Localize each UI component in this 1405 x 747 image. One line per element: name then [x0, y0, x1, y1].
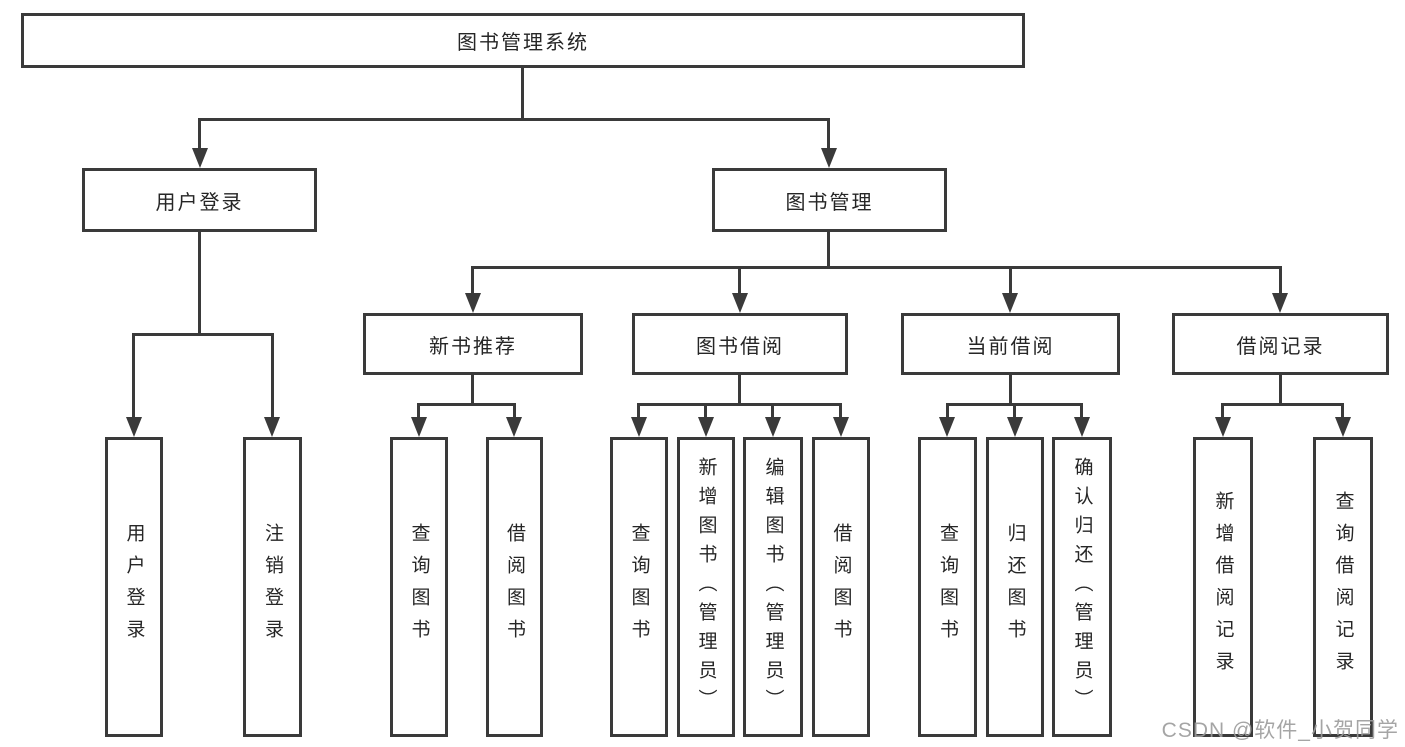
connector-line [471, 266, 474, 296]
connector-line [417, 403, 420, 420]
connector-arrow [192, 148, 208, 168]
csdn-watermark: CSDN @软件_小贺同学 [1161, 719, 1399, 742]
connector-line [521, 68, 524, 120]
leaf-query-books-recommend: 查询图书 [390, 437, 448, 737]
connector-arrow [631, 417, 647, 437]
node-label: 查询借阅记录 [1332, 491, 1354, 683]
connector-line [198, 118, 201, 152]
leaf-query-books-borrow: 查询图书 [610, 437, 668, 737]
connector-arrow [1215, 417, 1231, 437]
connector-arrow [1074, 417, 1090, 437]
connector-arrow [939, 417, 955, 437]
connector-arrow [1002, 293, 1018, 313]
node-book-borrow: 图书借阅 [632, 313, 848, 375]
connector-arrow [126, 417, 142, 437]
leaf-logout: 注销登录 [243, 437, 302, 737]
node-label: 查询图书 [408, 523, 430, 651]
connector-line [417, 403, 516, 406]
connector-arrow [821, 148, 837, 168]
connector-line [513, 403, 516, 420]
node-user-login: 用户登录 [82, 168, 317, 232]
connector-line [1341, 403, 1344, 420]
node-label: 用户登录 [123, 523, 145, 651]
connector-line [1009, 266, 1012, 296]
connector-arrow [506, 417, 522, 437]
node-label: 查询图书 [628, 523, 650, 651]
connector-line [1279, 375, 1282, 405]
node-label: 用户登录 [155, 191, 244, 214]
connector-arrow [1335, 417, 1351, 437]
node-label: 图书借阅 [696, 335, 784, 358]
connector-arrow [411, 417, 427, 437]
connector-arrow [264, 417, 280, 437]
node-label: 当前借阅 [966, 335, 1055, 358]
connector-line [738, 266, 741, 296]
node-label: 新书推荐 [429, 335, 517, 358]
leaf-edit-book-admin: 编辑图书（管理员） [743, 437, 803, 737]
leaf-add-borrow-record: 新增借阅记录 [1193, 437, 1253, 737]
connector-line [471, 266, 1282, 269]
node-label: 借阅记录 [1236, 335, 1325, 358]
connector-line [471, 375, 474, 405]
node-label: 图书管理系统 [457, 32, 589, 54]
node-label: 新增借阅记录 [1212, 491, 1234, 683]
node-label: 确认归还（管理员） [1071, 456, 1093, 718]
connector-arrow [1007, 417, 1023, 437]
node-new-book-recommend: 新书推荐 [363, 313, 583, 375]
node-label: 图书管理 [785, 191, 874, 214]
connector-line [839, 403, 842, 420]
leaf-borrow-books: 借阅图书 [812, 437, 870, 737]
connector-line [827, 118, 830, 152]
connector-arrow [765, 417, 781, 437]
leaf-query-books-current: 查询图书 [918, 437, 977, 737]
node-current-borrow: 当前借阅 [901, 313, 1120, 375]
connector-line [946, 403, 949, 420]
node-label: 归还图书 [1004, 523, 1026, 651]
connector-line [637, 403, 842, 406]
connector-line [1080, 403, 1083, 420]
connector-line [1221, 403, 1224, 420]
connector-line [637, 403, 640, 420]
leaf-borrow-books-recommend: 借阅图书 [486, 437, 543, 737]
connector-arrow [732, 293, 748, 313]
node-label: 查询图书 [937, 523, 958, 651]
connector-line [271, 333, 274, 421]
connector-line [1013, 403, 1016, 420]
leaf-confirm-return-admin: 确认归还（管理员） [1052, 437, 1112, 737]
node-label: 借阅图书 [504, 523, 525, 651]
connector-line [132, 333, 274, 336]
connector-line [1009, 375, 1012, 405]
connector-arrow [698, 417, 714, 437]
leaf-user-login: 用户登录 [105, 437, 163, 737]
node-borrow-records: 借阅记录 [1172, 313, 1389, 375]
node-label: 注销登录 [262, 523, 283, 651]
node-root-system: 图书管理系统 [21, 13, 1025, 68]
node-label: 新增图书（管理员） [695, 456, 717, 718]
leaf-return-books: 归还图书 [986, 437, 1044, 737]
connector-line [198, 232, 201, 336]
connector-line [771, 403, 774, 420]
connector-line [704, 403, 707, 420]
node-label: 编辑图书（管理员） [762, 456, 784, 718]
connector-arrow [833, 417, 849, 437]
node-book-management: 图书管理 [712, 168, 947, 232]
connector-line [827, 232, 830, 268]
leaf-add-book-admin: 新增图书（管理员） [677, 437, 735, 737]
leaf-query-borrow-record: 查询借阅记录 [1313, 437, 1373, 737]
connector-line [132, 333, 135, 421]
connector-arrow [1272, 293, 1288, 313]
connector-line [1221, 403, 1344, 406]
connector-arrow [465, 293, 481, 313]
connector-line [198, 118, 830, 121]
node-label: 借阅图书 [830, 523, 852, 651]
connector-line [738, 375, 741, 405]
connector-line [1279, 266, 1282, 296]
